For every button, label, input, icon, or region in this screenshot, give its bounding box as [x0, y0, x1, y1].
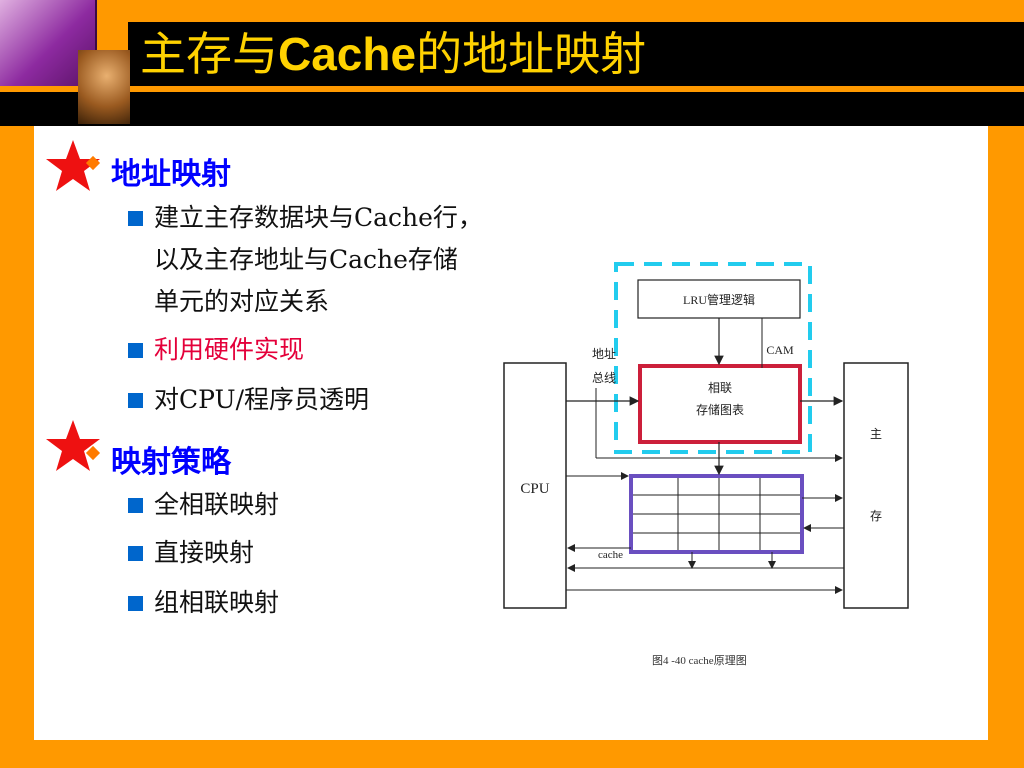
item-text: 对CPU/程序员透明 — [154, 385, 370, 414]
lru-label: LRU管理逻辑 — [683, 292, 755, 307]
lru-box — [637, 279, 801, 319]
item-text: 单元的对应关系 — [154, 287, 330, 316]
address-bus-label-1: 地址 — [592, 347, 616, 361]
decorative-figure-image — [78, 50, 130, 124]
cache-grid — [629, 474, 804, 554]
square-bullet-icon — [128, 211, 143, 226]
cam-region — [614, 262, 812, 454]
cache-principle-diagram: CPU 主 存 CAM LRU管理逻辑 相联 存储图表 地址 总线 cache — [503, 262, 909, 609]
item-text: 全相联映射 — [154, 490, 280, 519]
header-band — [0, 92, 1024, 126]
section-heading-mapping-strategy: 映射策略 — [111, 445, 231, 480]
section-heading-address-mapping: 地址映射 — [111, 157, 231, 192]
item-text: 组相联映射 — [154, 588, 280, 617]
cpu-label: CPU — [520, 481, 549, 497]
assoc-label-2: 存储图表 — [696, 402, 744, 417]
item-text: 建立主存数据块与Cache行， — [154, 203, 483, 232]
main-memory-box — [843, 362, 909, 609]
red-star-icon — [46, 420, 100, 471]
main-memory-label-bottom: 存 — [870, 509, 882, 523]
item-text-emphasis: 利用硬件实现 — [154, 335, 305, 364]
red-star-icon — [46, 140, 100, 191]
square-bullet-icon — [128, 498, 143, 513]
item-text: 以及主存地址与Cache存储 — [154, 245, 458, 274]
cpu-box — [503, 362, 567, 609]
title-bar — [128, 22, 1024, 86]
cache-label: cache — [598, 549, 623, 561]
cam-label: CAM — [766, 343, 794, 357]
diagram-caption: 图4 -40 cache原理图 — [652, 655, 747, 667]
address-bus-label-2: 总线 — [592, 371, 616, 385]
square-bullet-icon — [128, 546, 143, 561]
item-text: 直接映射 — [154, 538, 255, 567]
square-bullet-icon — [128, 393, 143, 408]
slide-title: 主存与Cache的地址映射 — [140, 27, 647, 81]
assoc-label-1: 相联 — [708, 381, 732, 395]
square-bullet-icon — [128, 596, 143, 611]
associative-memory-box — [638, 364, 802, 444]
square-bullet-icon — [128, 343, 143, 358]
main-memory-label-top: 主 — [870, 427, 882, 441]
